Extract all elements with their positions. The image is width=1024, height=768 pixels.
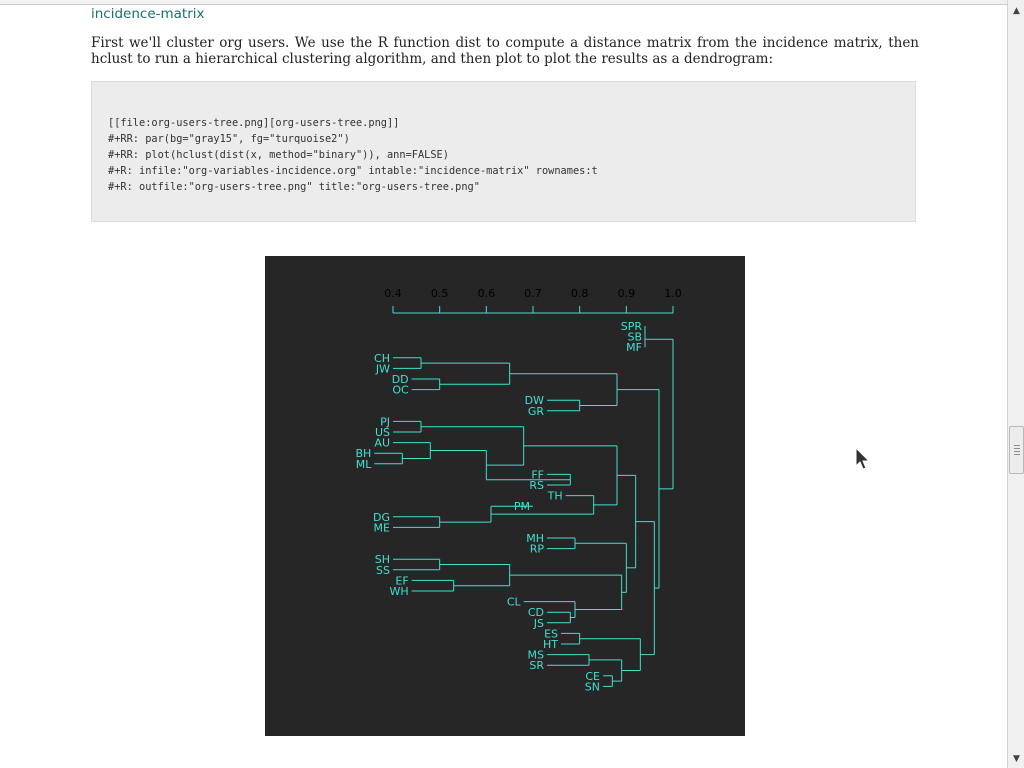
code-line: #+R: infile:"org-variables-incidence.org… [108,165,598,177]
leaf-label: MH [526,532,544,545]
axis-tick-label: 1.0 [664,287,682,300]
scrollbar-thumb[interactable] [1009,426,1024,474]
leaf-label: SN [585,680,600,693]
axis-tick-label: 0.5 [431,287,449,300]
leaf-label: BH [356,447,372,460]
code-block: [[file:org-users-tree.png][org-users-tre… [91,81,916,222]
leaf-label: DD [392,373,409,386]
leaf-label: ME [374,521,390,534]
mouse-pointer-icon [855,446,871,475]
leaf-label: ML [356,458,372,471]
leaf-label: PM [514,500,530,513]
code-line: #+RR: plot(hclust(dist(x, method="binary… [108,149,449,161]
axis-tick-label: 0.8 [571,287,589,300]
code-line: #+RR: par(bg="gray15", fg="turquoise2") [108,133,350,145]
leaf-label: JS [533,617,544,630]
leaf-label: ES [544,627,558,640]
vertical-scrollbar[interactable]: ▲ ▼ [1007,0,1024,768]
axis-tick-label: 0.4 [384,287,402,300]
grip-line [1014,451,1020,452]
leaf-label: PJ [380,415,390,428]
grip-line [1014,454,1020,455]
leaf-label: MF [626,341,642,354]
leaf-label: SS [376,564,390,577]
incidence-matrix-link[interactable]: incidence-matrix [91,6,205,22]
leaf-label: SB [627,331,642,344]
leaf-label: CE [585,670,600,683]
leaf-label: OC [392,384,409,397]
leaf-label: US [375,426,390,439]
leaf-label: WH [390,585,409,598]
axis-tick-label: 0.6 [478,287,496,300]
leaf-label: RP [530,543,545,556]
leaf-label: DW [525,394,544,407]
code-line: #+R: outfile:"org-users-tree.png" title:… [108,181,480,193]
leaf-label: CL [507,596,522,609]
leaf-label: TH [547,490,563,503]
leaf-label: CD [528,606,544,619]
leaf-label: SH [375,553,390,566]
scroll-up-icon[interactable]: ▲ [1013,5,1020,16]
axis-tick-label: 0.7 [524,287,542,300]
leaf-label: DG [373,511,390,524]
grip-line [1014,448,1020,449]
leaf-label: JW [375,362,390,375]
leaf-label: AU [374,437,390,450]
leaf-label: HT [543,638,558,651]
leaf-label: FF [531,468,544,481]
grip-line [1014,445,1020,446]
leaf-label: GR [528,405,545,418]
leaf-label: CH [374,352,390,365]
leaf-label: MS [528,649,544,662]
leaf-label: SPR [621,320,643,333]
scroll-down-icon[interactable]: ▼ [1013,753,1020,764]
leaf-label: RS [529,479,544,492]
top-edge [0,0,1008,5]
code-line: [[file:org-users-tree.png][org-users-tre… [108,117,400,129]
intro-paragraph: First we'll cluster org users. We use th… [91,35,919,67]
leaf-label: EF [395,574,408,587]
axis-tick-label: 0.9 [618,287,636,300]
leaf-label: SR [529,659,544,672]
